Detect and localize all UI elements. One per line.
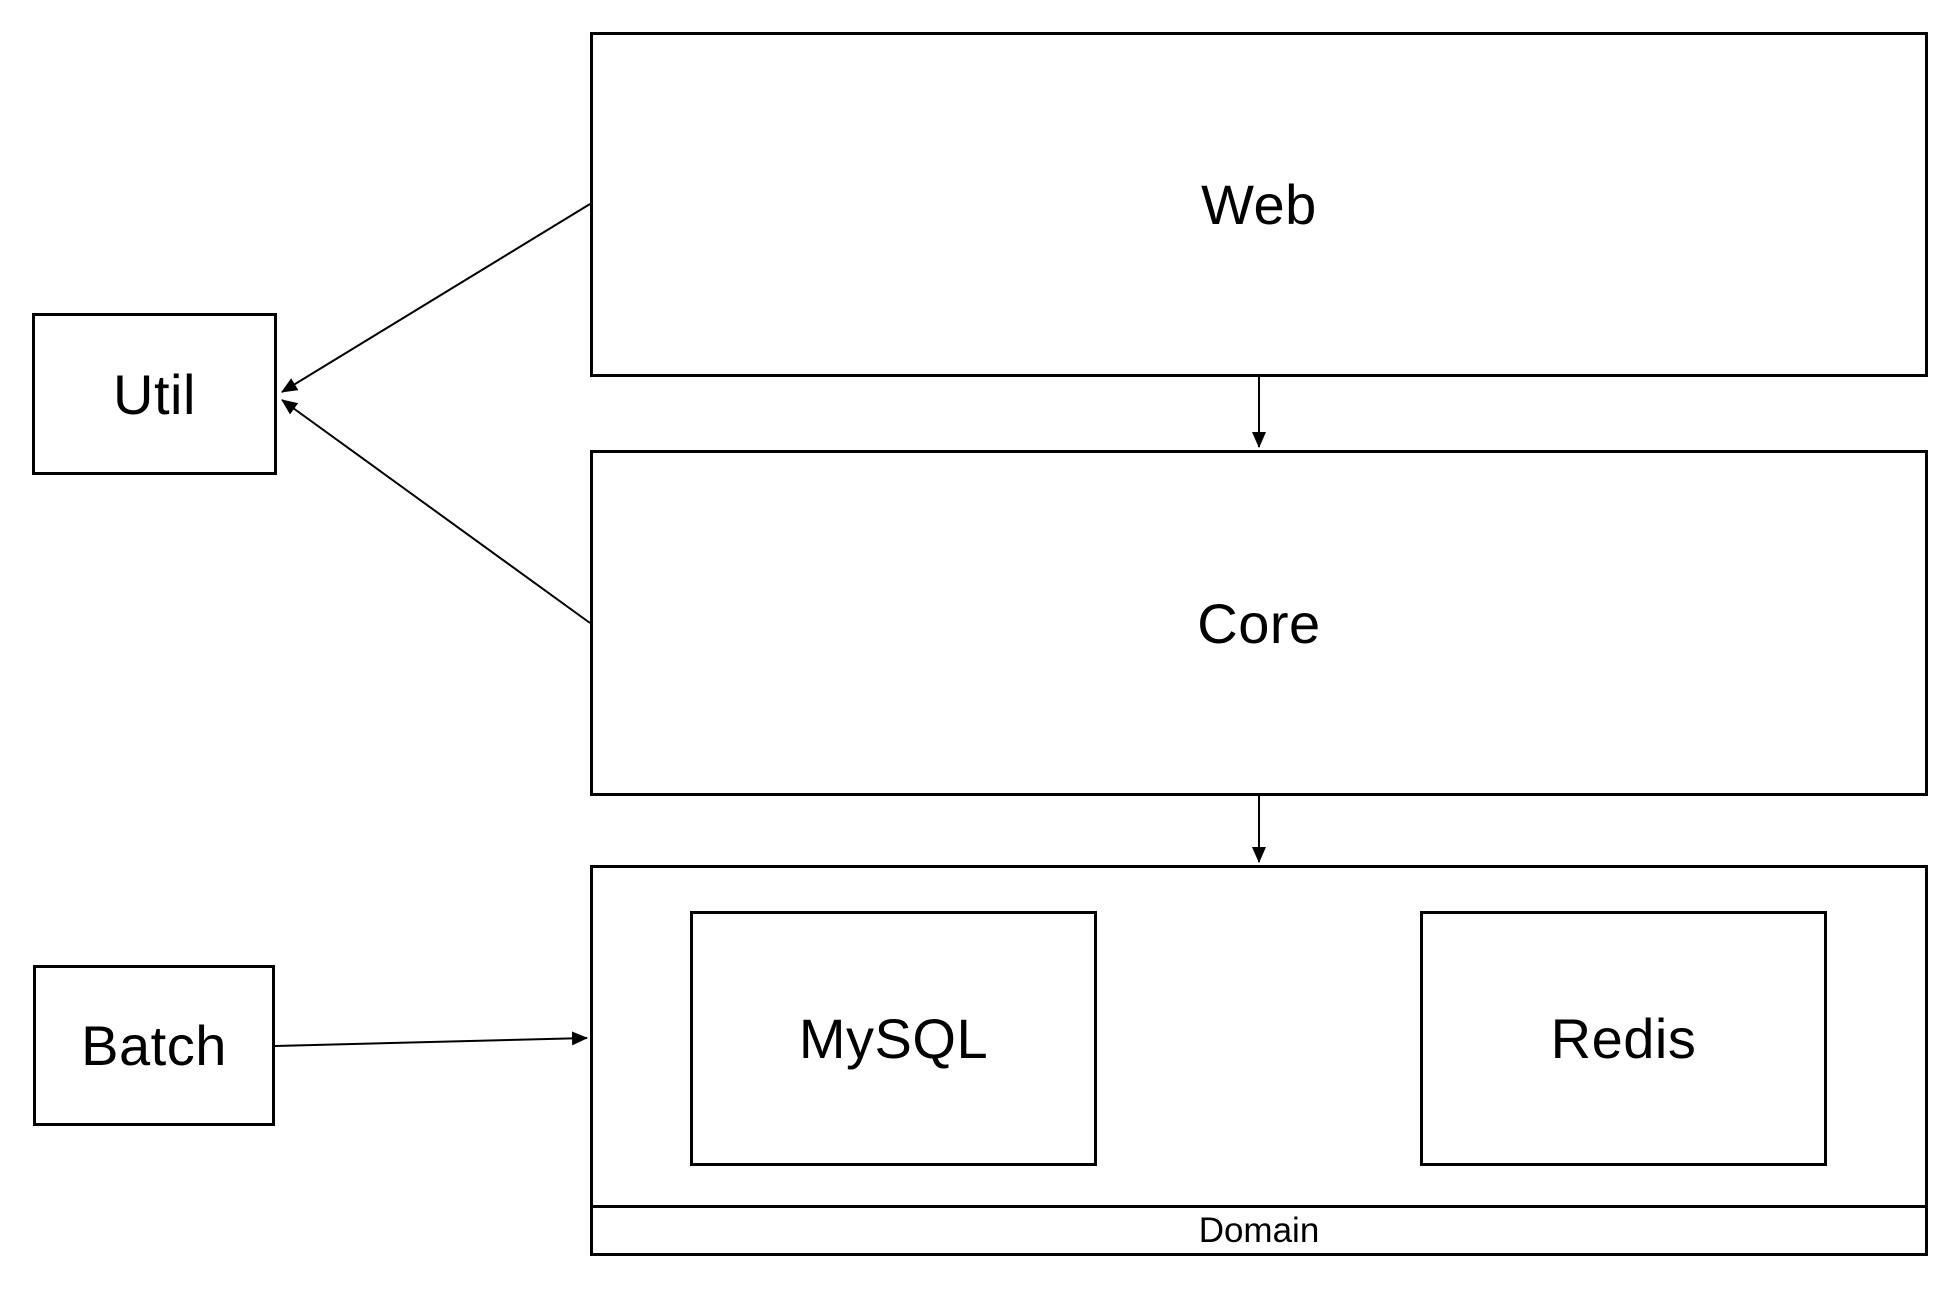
batch-box: Batch (33, 965, 275, 1126)
core-box: Core (590, 450, 1928, 796)
batch-label: Batch (81, 1014, 227, 1077)
domain-container: MySQL Redis Domain (590, 865, 1928, 1256)
mysql-box: MySQL (690, 911, 1097, 1166)
util-box: Util (32, 313, 277, 475)
core-label: Core (1197, 591, 1321, 655)
domain-label: Domain (1198, 1210, 1320, 1250)
web-label: Web (1201, 173, 1317, 236)
arrow-batch-to-domain (274, 1031, 588, 1047)
arrow-web-to-util (281, 203, 591, 393)
arrow-core-to-util (281, 399, 591, 624)
domain-label-strip: Domain (593, 1205, 1925, 1253)
domain-inner: MySQL Redis Domain (593, 868, 1925, 1253)
util-label: Util (113, 362, 196, 426)
mysql-label: MySQL (798, 1007, 989, 1070)
web-box: Web (590, 32, 1928, 377)
redis-label: Redis (1550, 1007, 1697, 1070)
redis-box: Redis (1420, 911, 1827, 1166)
